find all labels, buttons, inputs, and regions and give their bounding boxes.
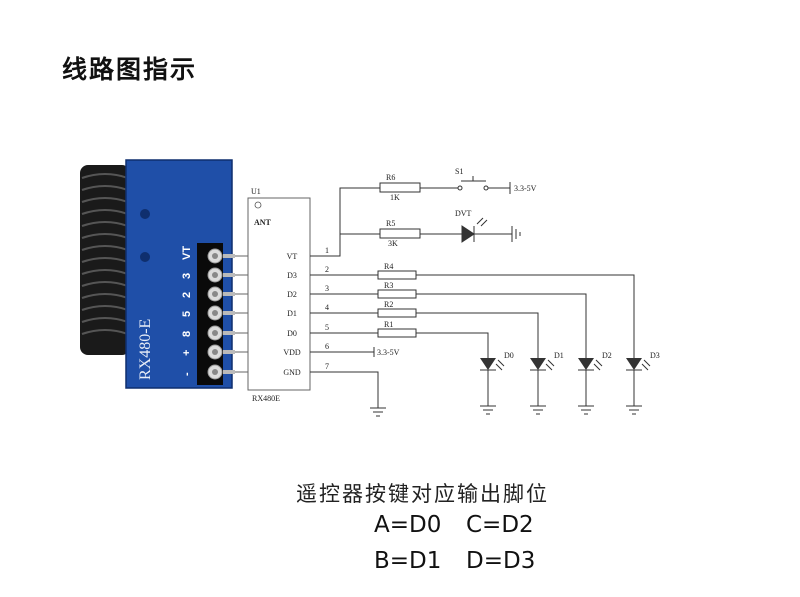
header-pin-hole <box>212 330 218 336</box>
led-label: D0 <box>504 351 514 360</box>
led-light-icon <box>593 359 603 371</box>
r6-ref: R6 <box>386 173 395 182</box>
power-wiring <box>310 347 386 417</box>
chip-pin-name: VT <box>287 252 298 261</box>
data-resistor <box>377 328 417 338</box>
ground-icon <box>578 405 594 415</box>
mapping-row-1: A=D0 C=D2 <box>374 512 558 538</box>
data-wire-out <box>416 312 539 358</box>
data-resistor-ref: R2 <box>384 300 393 309</box>
header-pin-lead <box>223 350 235 354</box>
data-resistor-ref: R3 <box>384 281 393 290</box>
header-pin-label: 3 <box>181 273 193 279</box>
header-pins: VT 3 2 5 8 + - <box>181 246 248 380</box>
chip-pin-number: 1 <box>325 246 329 255</box>
header-pin-label: + <box>181 350 193 356</box>
chip-pin-number: 2 <box>325 265 329 274</box>
header-pin-hole <box>212 310 218 316</box>
led-label: D3 <box>650 351 660 360</box>
header-pin-label: 5 <box>181 311 193 317</box>
mapping-b: B=D1 <box>374 548 442 574</box>
page-title: 线路图指示 <box>62 55 198 84</box>
led-label: D2 <box>602 351 612 360</box>
header-pin-label: 8 <box>181 331 193 337</box>
supply-vdd: 3.3-5V <box>377 348 400 357</box>
chip-pin-number: 4 <box>325 303 329 312</box>
header-pin-hole <box>212 291 218 297</box>
data-resistor <box>377 289 417 299</box>
led-light-icon <box>545 359 555 371</box>
r6-value: 1K <box>390 193 400 202</box>
data-resistor <box>377 270 417 280</box>
mapping-d: D=D3 <box>466 548 536 574</box>
antenna-coil-icon <box>80 165 130 355</box>
chip-pin-name: GND <box>283 368 301 377</box>
output-caption: 遥控器按键对应输出脚位 <box>296 482 549 506</box>
r5-ref: R5 <box>386 219 395 228</box>
header-pin-hole <box>212 272 218 278</box>
led-icon <box>578 358 594 370</box>
mapping-a: A=D0 <box>374 512 442 538</box>
header-pin-label: 2 <box>181 292 193 298</box>
chip-pin-number: 5 <box>325 323 329 332</box>
dvt-label: DVT <box>455 209 472 218</box>
led-icon <box>480 358 496 370</box>
header-pin-lead <box>223 254 235 258</box>
header-pin-lead <box>223 311 235 315</box>
header-pin-hole <box>212 349 218 355</box>
module-label: RX480-E <box>137 319 154 380</box>
chip-pin-name: D1 <box>287 309 297 318</box>
header-pin-hole <box>212 369 218 375</box>
header-pin-lead <box>223 273 235 277</box>
chip-pin-name: VDD <box>283 348 301 357</box>
chip-pin-number: 7 <box>325 362 329 371</box>
chip-pin-name: D2 <box>287 290 297 299</box>
chip-pin-name: D0 <box>287 329 297 338</box>
led-icon <box>626 358 642 370</box>
led-light-icon <box>495 359 505 371</box>
data-resistor-ref: R1 <box>384 320 393 329</box>
ground-icon <box>626 405 642 415</box>
led-wire <box>480 369 496 406</box>
data-resistor <box>377 308 417 318</box>
data-wire-out <box>416 274 635 358</box>
mapping-c: C=D2 <box>466 512 534 538</box>
led-wire <box>578 369 594 406</box>
supply-top: 3.3-5V <box>514 184 537 193</box>
chip-pin-name: D3 <box>287 271 297 280</box>
led-label: D1 <box>554 351 564 360</box>
vt-wiring <box>310 176 521 257</box>
header-pin-label: VT <box>181 246 193 260</box>
header-pin-hole <box>212 253 218 259</box>
chip-outline <box>247 197 311 391</box>
chip-name: RX480E <box>252 394 280 403</box>
data-wire-out <box>416 332 489 358</box>
mapping-row-2: B=D1 D=D3 <box>374 548 558 574</box>
ant-label: ANT <box>254 218 272 227</box>
chip-pin-number: 3 <box>325 284 329 293</box>
switch-ref: S1 <box>455 167 463 176</box>
header-pin-lead <box>223 370 235 374</box>
r5-value: 3K <box>388 239 398 248</box>
header-pin-label: - <box>181 372 193 376</box>
data-resistor-ref: R4 <box>384 262 393 271</box>
chip-pin-number: 6 <box>325 342 329 351</box>
data-wire-out <box>416 293 587 358</box>
chip-ref: U1 <box>251 187 261 196</box>
header-pin-lead <box>223 331 235 335</box>
led-wire <box>626 369 642 406</box>
header-pin-lead <box>223 292 235 296</box>
ground-icon <box>530 405 546 415</box>
led-light-icon <box>641 359 651 371</box>
led-wire <box>530 369 546 406</box>
ground-icon <box>480 405 496 415</box>
led-icon <box>530 358 546 370</box>
